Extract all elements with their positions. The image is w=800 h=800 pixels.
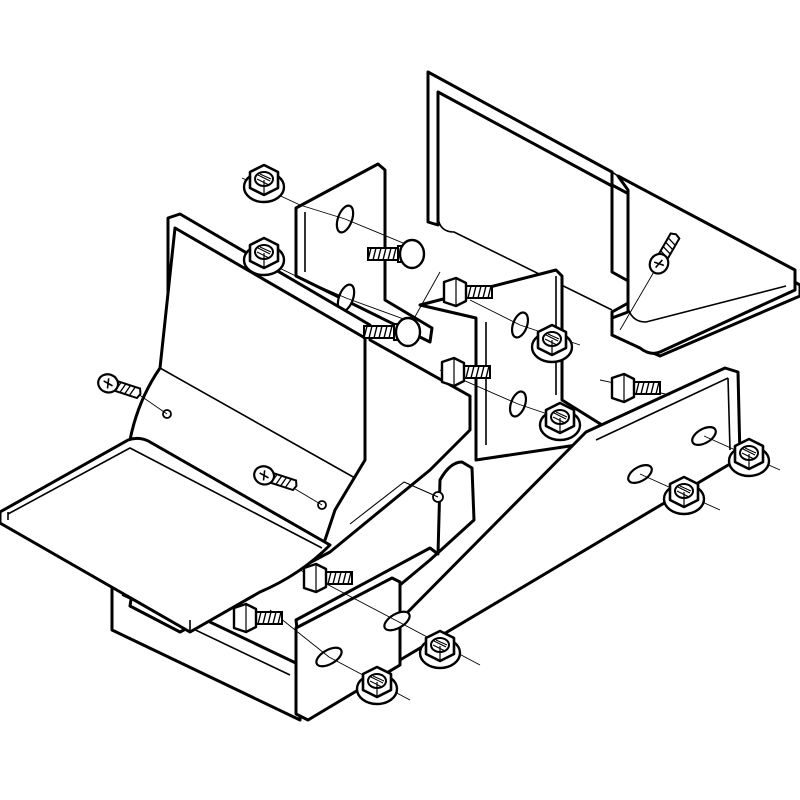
flange-nut-icon (242, 163, 286, 204)
flange-nut-icon (662, 475, 706, 516)
hex-bolt-icon (232, 602, 284, 634)
flange-nut-icon (418, 629, 462, 670)
flange-nut-icon (727, 437, 771, 478)
curved-fitting (0, 212, 476, 722)
flange-nut-icon (538, 401, 582, 442)
pan-head-screw-icon (94, 370, 145, 404)
back-cover-plate (426, 70, 800, 358)
flange-nut-icon (530, 323, 574, 364)
hex-bolt-icon (302, 562, 354, 594)
flange-nut-icon (242, 236, 286, 277)
flange-nut-icon (355, 665, 399, 706)
hex-bolt-icon (610, 372, 662, 404)
